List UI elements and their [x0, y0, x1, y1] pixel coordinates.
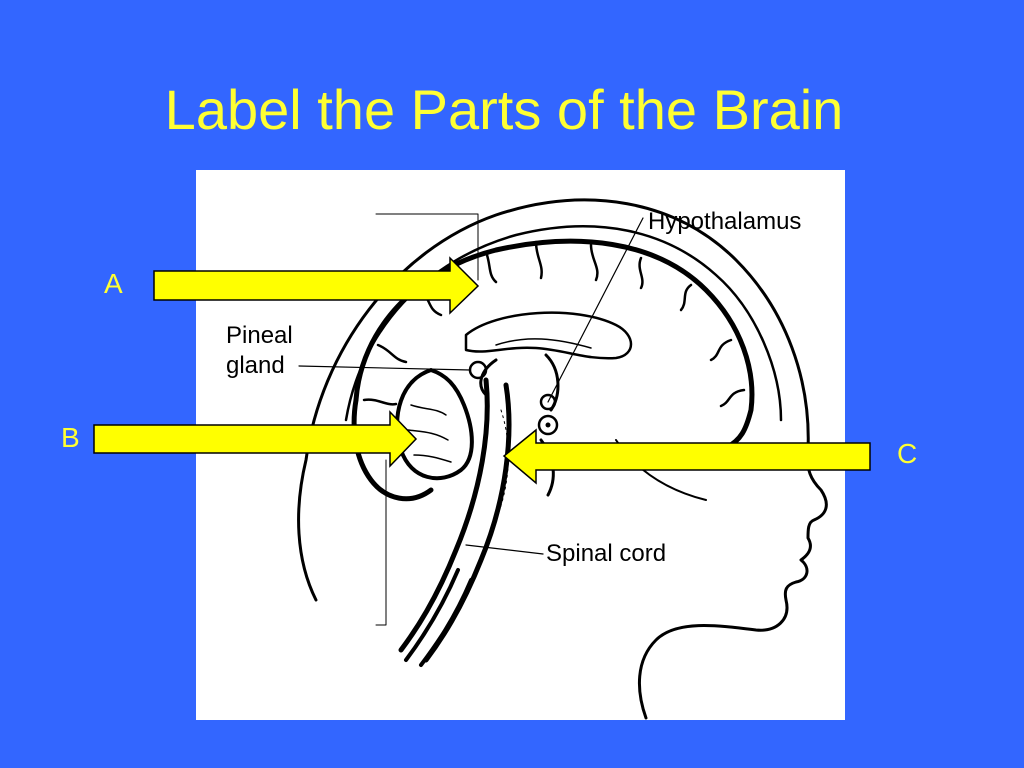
pineal-leader [298, 365, 471, 371]
marker-a: A [104, 268, 123, 299]
arrow-a [153, 256, 480, 315]
pineal-gland-label-line2: gland [226, 352, 285, 379]
bracket-bottom [375, 459, 387, 626]
bracket-top [375, 213, 479, 281]
arrow-b [93, 410, 418, 468]
marker-b: B [61, 422, 80, 453]
corpus-callosum [464, 311, 633, 360]
pineal-gland-label-line1: Pineal [226, 322, 293, 349]
hypothalamus-leader [547, 217, 644, 403]
arrow-c [502, 428, 871, 485]
cerebellum [395, 368, 474, 481]
spinal-cord-label: Spinal cord [546, 540, 667, 567]
hypothalamus-label: Hypothalamus [648, 208, 802, 235]
slide-title: Label the Parts of the Brain [164, 78, 844, 141]
spinal-cord [404, 568, 460, 662]
marker-c: C [897, 438, 918, 469]
brainstem [398, 377, 490, 653]
spinal-cord-leader [465, 544, 544, 555]
